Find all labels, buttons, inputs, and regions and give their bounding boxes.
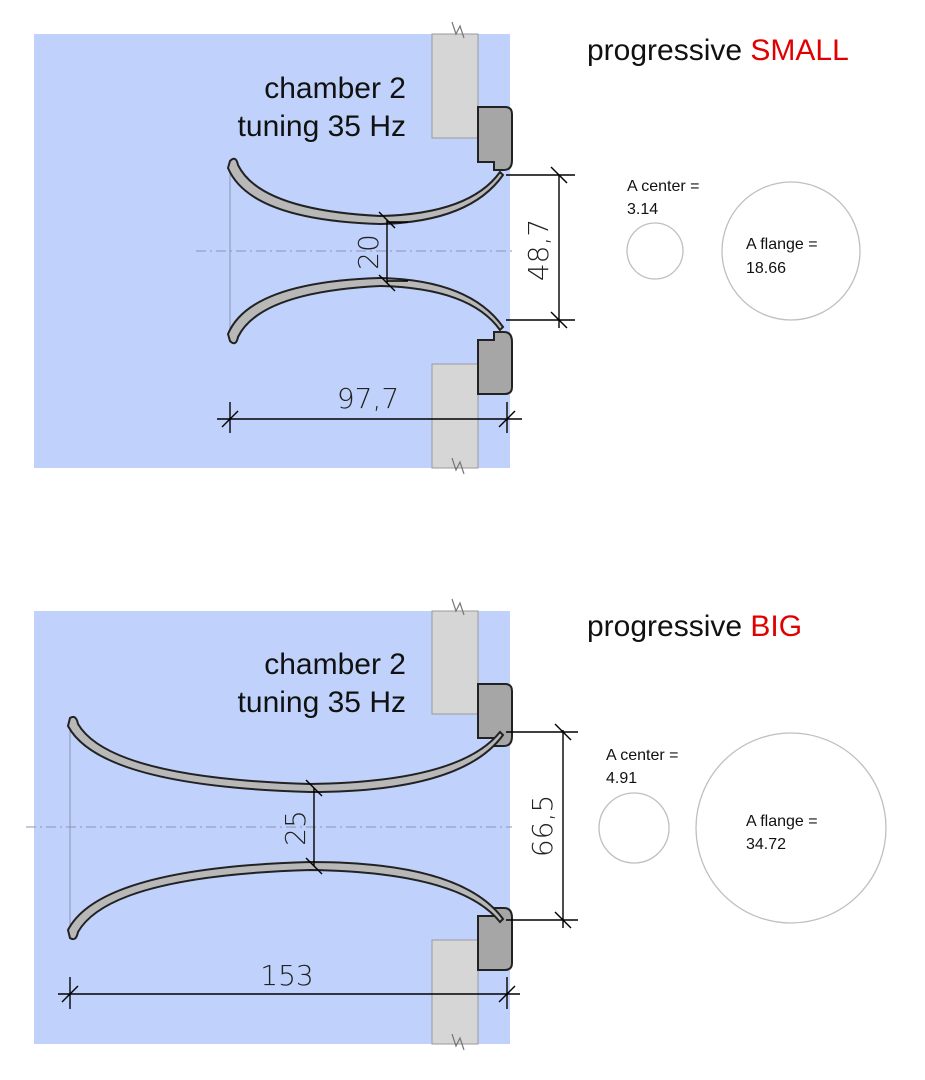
flange-area-circle (695, 732, 887, 924)
port-wall-lower (226, 276, 505, 345)
flange-bottom (477, 331, 513, 395)
dim-length-label: 97,7 (337, 382, 399, 415)
a-center-label: A center = (627, 178, 700, 195)
tuning-label: tuning 35 Hz (238, 686, 406, 719)
baffle-wall-top (431, 33, 479, 139)
dim-flange-label: 48,7 (522, 219, 555, 281)
a-flange-value: 34.72 (746, 836, 786, 853)
break-mark-top (451, 21, 465, 39)
a-flange-label: A flange = (746, 236, 818, 253)
panel-big: 25 66,5 153 chamber 2 tuning 35 Hz progr… (26, 598, 887, 1051)
baffle-wall-bottom (431, 363, 479, 469)
dim-center-label: 20 (352, 234, 385, 270)
dim-flange-label: 66,5 (526, 795, 559, 857)
chamber-label: chamber 2 (264, 72, 406, 105)
port-wall-upper (66, 715, 505, 794)
flange-area-circle (721, 181, 861, 321)
break-mark-bottom (451, 1033, 465, 1051)
dim-center-label: 25 (279, 810, 312, 846)
flange-top (477, 683, 513, 747)
port-wall-upper (226, 157, 505, 226)
break-mark-top (451, 598, 465, 616)
title-accent: BIG (750, 610, 802, 643)
chamber-label: chamber 2 (264, 648, 406, 681)
title-accent: SMALL (750, 34, 848, 67)
dim-length-label: 153 (260, 959, 313, 992)
title-main: progressive (587, 34, 750, 67)
tuning-label: tuning 35 Hz (238, 110, 406, 143)
panel-title: progressive SMALL (587, 34, 849, 67)
panel-small: 20 48,7 97,7 chamber 2 tuning 35 Hz prog… (34, 21, 861, 475)
center-area-circle (626, 222, 684, 280)
baffle-wall-bottom (431, 939, 479, 1045)
port-wall-lower (66, 860, 505, 941)
baffle-wall-top (431, 610, 479, 715)
center-area-circle (598, 792, 670, 864)
flange-top (477, 106, 513, 171)
a-center-label: A center = (606, 747, 679, 764)
panel-title: progressive BIG (587, 610, 802, 643)
a-flange-label: A flange = (746, 813, 818, 830)
flange-bottom (477, 907, 513, 971)
break-mark-bottom (451, 457, 465, 475)
a-center-value: 4.91 (606, 770, 637, 787)
a-center-value: 3.14 (627, 201, 658, 218)
a-flange-value: 18.66 (746, 260, 786, 277)
title-main: progressive (587, 610, 750, 643)
